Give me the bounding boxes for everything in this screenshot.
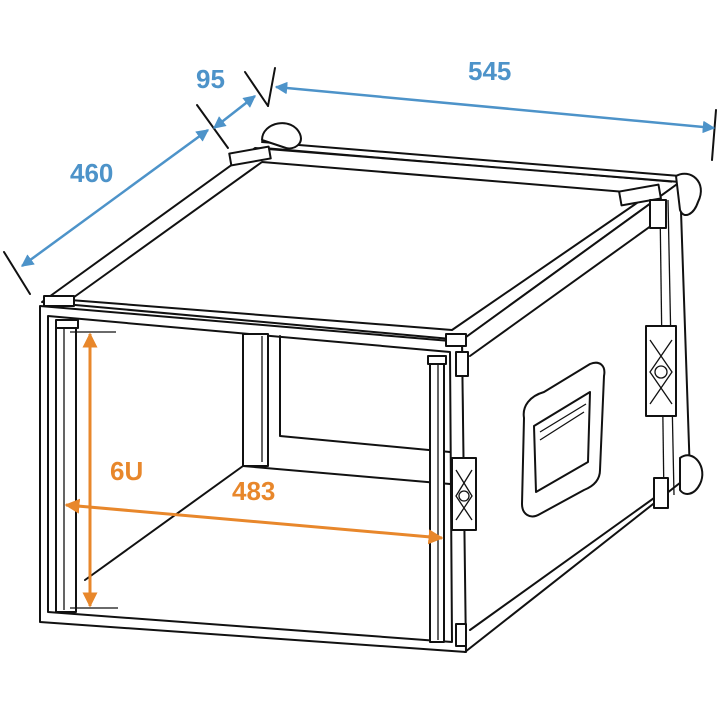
case-front-face: [39, 305, 467, 653]
lid-hinge-bottom-icon: [653, 477, 669, 509]
hardware: [43, 122, 704, 647]
interior-floor-edge: [242, 465, 451, 485]
interior-back-wall: [279, 335, 451, 453]
corner-bracket-front-right-icon: [445, 333, 467, 347]
recessed-handle-icon: [521, 361, 606, 518]
right-face-bottom-trim: [469, 487, 669, 631]
dimension-rack-width-label: 483: [232, 476, 275, 506]
interior-post: [242, 333, 269, 467]
ball-corner-top-left-icon: [261, 122, 302, 150]
right-rack-rail: [427, 355, 447, 643]
dimension-depth-label: 460: [70, 158, 113, 188]
front-opening: [47, 315, 453, 643]
top-back-edge: [261, 141, 681, 177]
dimension-rack-width-arrow: [64, 498, 444, 545]
dimension-rack-height-label: 6U: [110, 456, 143, 486]
butterfly-latch-side-icon: [645, 325, 677, 417]
dimension-lid-tick-left: [196, 104, 229, 149]
front-hinge-top-icon: [455, 351, 469, 377]
dimension-rack-width: 483: [64, 476, 444, 545]
dimension-depth-arrow: [20, 128, 210, 268]
dimension-width-label: 545: [468, 56, 511, 86]
dimension-depth-tick: [3, 251, 31, 295]
front-hinge-bottom-icon: [455, 623, 467, 647]
lid-hinge-top-icon: [649, 199, 667, 229]
dimension-lid-depth-label: 95: [196, 64, 225, 94]
dimension-lid-depth: 95: [196, 64, 276, 149]
case-body: [39, 141, 691, 653]
ball-corner-bottom-right-icon: [679, 454, 704, 495]
corner-bracket-front-left-icon: [43, 295, 75, 307]
right-face-top-trim: [469, 217, 663, 357]
dimension-width-arrow: [274, 81, 716, 134]
dimension-rack-height: 6U: [70, 331, 143, 609]
corner-bracket-top-left-icon: [228, 145, 272, 167]
dimension-lid-depth-arrow: [213, 95, 256, 129]
ball-corner-top-right-icon: [675, 172, 702, 217]
left-rack-rail: [55, 319, 79, 613]
dimension-width-tick-right: [711, 109, 717, 161]
butterfly-latch-front-icon: [451, 457, 477, 531]
dimension-width: 545: [274, 56, 717, 161]
top-back-groove: [267, 147, 673, 183]
dimension-lid-tick-right: [244, 71, 269, 107]
dimension-depth: 460: [3, 128, 210, 295]
dimension-width-tick-left: [267, 67, 276, 107]
